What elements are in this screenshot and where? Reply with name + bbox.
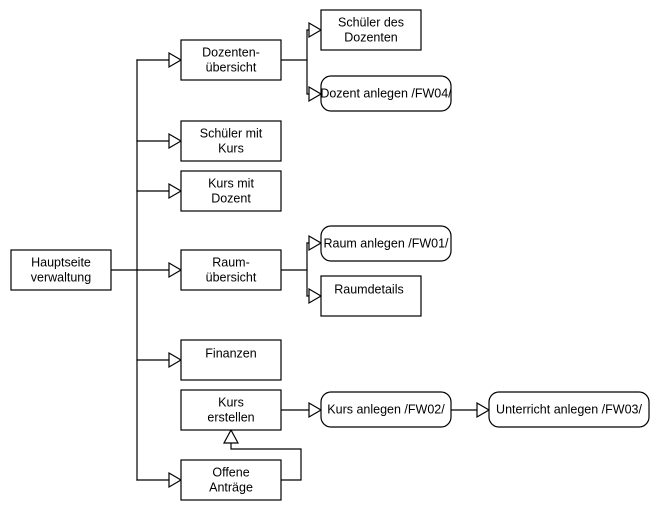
- node-shape-hauptseite[interactable]: [10, 249, 112, 291]
- node-label-kurs-erstellen-line1: Kurs: [218, 395, 244, 409]
- node-label-dozentenuebersicht-line2: übersicht: [206, 60, 257, 74]
- node-shape-dozent-anlegen[interactable]: [320, 75, 452, 112]
- arrowhead-schueler-des-dozenten: [308, 21, 323, 39]
- node-label-raumdetails: Raumdetails: [334, 282, 403, 296]
- node-label-kurs-mit-dozent-line2: Dozent: [211, 191, 251, 205]
- node-kurs-anlegen[interactable]: Kurs anlegen /FW02/: [320, 391, 452, 428]
- arrowhead-raumdetails: [308, 287, 323, 305]
- node-shape-schueler-mit-kurs[interactable]: [180, 120, 282, 162]
- node-shape-offene-antraege[interactable]: [180, 459, 282, 501]
- node-label-finanzen: Finanzen: [205, 346, 256, 360]
- node-label-offene-antraege-line2: Anträge: [209, 480, 253, 494]
- node-schueler-mit-kurs[interactable]: Schüler mit Kurs: [180, 120, 282, 162]
- arrowhead-finanzen: [168, 351, 183, 369]
- node-label-offene-antraege-line1: Offene: [212, 465, 249, 479]
- arrowhead-unterricht-anlegen: [476, 401, 491, 419]
- node-shape-raumuebersicht[interactable]: [180, 249, 282, 291]
- node-dozenten-uebersicht[interactable]: Dozenten- übersicht: [180, 39, 282, 81]
- node-shape-schueler-des-dozenten[interactable]: [320, 9, 422, 51]
- node-kurs-erstellen[interactable]: Kurs erstellen: [180, 389, 282, 431]
- arrowhead-offene-antraege: [168, 471, 183, 489]
- node-label-unterricht-anlegen: Unterricht anlegen /FW03/: [496, 402, 642, 416]
- node-label-hauptseite-line1: Hauptseite: [31, 255, 91, 269]
- node-raum-uebersicht[interactable]: Raum- übersicht: [180, 249, 282, 291]
- node-shape-kurs-erstellen[interactable]: [180, 389, 282, 431]
- arrowhead-raumuebersicht: [168, 261, 183, 279]
- node-label-dozent-anlegen: Dozent anlegen /FW04/: [320, 86, 452, 100]
- node-shape-raumdetails[interactable]: [320, 275, 422, 317]
- node-label-raumuebersicht-line2: übersicht: [206, 270, 257, 284]
- node-raumdetails[interactable]: Raumdetails: [320, 275, 422, 317]
- arrowhead-kurs-erstellen-up: [222, 428, 240, 444]
- node-shape-dozentenuebersicht[interactable]: [180, 39, 282, 81]
- node-label-kurs-anlegen: Kurs anlegen /FW02/: [327, 402, 445, 416]
- edge-offene-antraege-kurs-erstellen[interactable]: [230, 442, 302, 481]
- node-kurs-mit-dozent[interactable]: Kurs mit Dozent: [180, 170, 282, 212]
- node-label-dozentenuebersicht-line1: Dozenten-: [202, 45, 260, 59]
- node-label-schueler-mit-kurs-line2: Kurs: [218, 141, 244, 155]
- node-shape-kurs-anlegen[interactable]: [320, 391, 452, 428]
- node-hauptseite-verwaltung[interactable]: Hauptseite verwaltung: [10, 249, 112, 291]
- node-label-raum-anlegen: Raum anlegen /FW01/: [323, 236, 449, 250]
- node-label-kurs-mit-dozent-line1: Kurs mit: [208, 176, 254, 190]
- arrowhead-dozentenuebersicht: [168, 51, 183, 69]
- node-label-raumuebersicht-line1: Raum-: [212, 255, 250, 269]
- node-schueler-des-dozenten[interactable]: Schüler des Dozenten: [320, 9, 422, 51]
- node-group: Hauptseite verwaltung Dozenten- übersich…: [10, 9, 650, 501]
- node-label-kurs-erstellen-line2: erstellen: [207, 410, 254, 424]
- arrowhead-dozent-anlegen: [308, 85, 323, 103]
- node-label-schueler-mit-kurs-line1: Schüler mit: [200, 126, 263, 140]
- node-raum-anlegen[interactable]: Raum anlegen /FW01/: [320, 225, 452, 262]
- node-dozent-anlegen[interactable]: Dozent anlegen /FW04/: [320, 75, 452, 112]
- arrowhead-raum-anlegen: [308, 234, 323, 252]
- edge-group: [110, 21, 491, 489]
- node-label-schueler-des-dozenten-line2: Dozenten: [344, 30, 398, 44]
- arrowhead-schueler-mit-kurs: [168, 132, 183, 150]
- node-unterricht-anlegen[interactable]: Unterricht anlegen /FW03/: [488, 391, 650, 428]
- arrowhead-kurs-anlegen: [308, 401, 323, 419]
- node-shape-kurs-mit-dozent[interactable]: [180, 170, 282, 212]
- node-shape-unterricht-anlegen[interactable]: [488, 391, 650, 428]
- arrowhead-kurs-mit-dozent: [168, 182, 183, 200]
- node-finanzen[interactable]: Finanzen: [180, 339, 282, 381]
- node-shape-finanzen[interactable]: [180, 339, 282, 381]
- node-label-schueler-des-dozenten-line1: Schüler des: [338, 15, 404, 29]
- node-label-hauptseite-line2: verwaltung: [31, 270, 91, 284]
- node-shape-raum-anlegen[interactable]: [320, 225, 452, 262]
- node-offene-antraege[interactable]: Offene Anträge: [180, 459, 282, 501]
